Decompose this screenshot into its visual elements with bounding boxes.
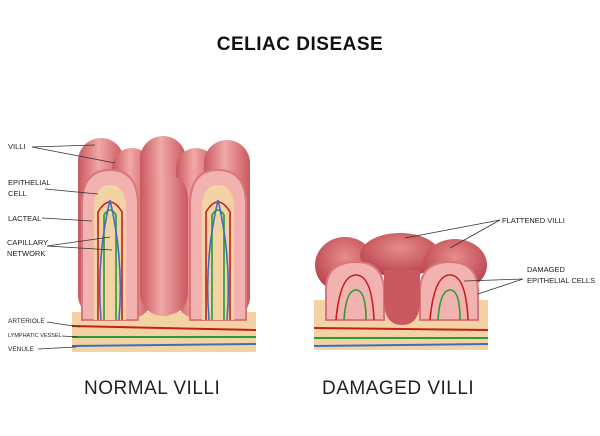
label-lymphatic-vessel: LYMPHATIC VESSEL	[8, 333, 62, 339]
flattened-villus	[360, 233, 440, 277]
villus-cross-section	[81, 168, 247, 321]
label-capillary-2: NETWORK	[7, 249, 46, 258]
arteriole	[71, 325, 257, 331]
label-flattened-villi: FLATTENED VILLI	[502, 216, 565, 225]
diagram-title: CELIAC DISEASE	[216, 34, 384, 55]
label-arteriole: ARTERIOLE	[8, 318, 45, 325]
normal-villi-illustration	[71, 136, 257, 352]
label-epithelial-cell-2: CELL	[8, 189, 27, 198]
caption-normal-villi: NORMAL VILLI	[84, 378, 221, 399]
label-epithelial-cell-1: EPITHELIAL	[8, 178, 51, 187]
venule	[71, 343, 257, 347]
label-villi: VILLI	[8, 142, 26, 151]
label-venule: VENULE	[8, 346, 35, 353]
caption-damaged-villi: DAMAGED VILLI	[322, 378, 475, 399]
leader-lines	[31, 144, 524, 350]
label-lacteal: LACTEAL	[8, 214, 42, 223]
label-damaged-cells-2: EPITHELIAL CELLS	[527, 276, 596, 285]
label-capillary-1: CAPILLARY	[7, 238, 49, 247]
label-damaged-cells-1: DAMAGED	[527, 265, 565, 274]
damaged-villi-illustration	[313, 233, 489, 350]
